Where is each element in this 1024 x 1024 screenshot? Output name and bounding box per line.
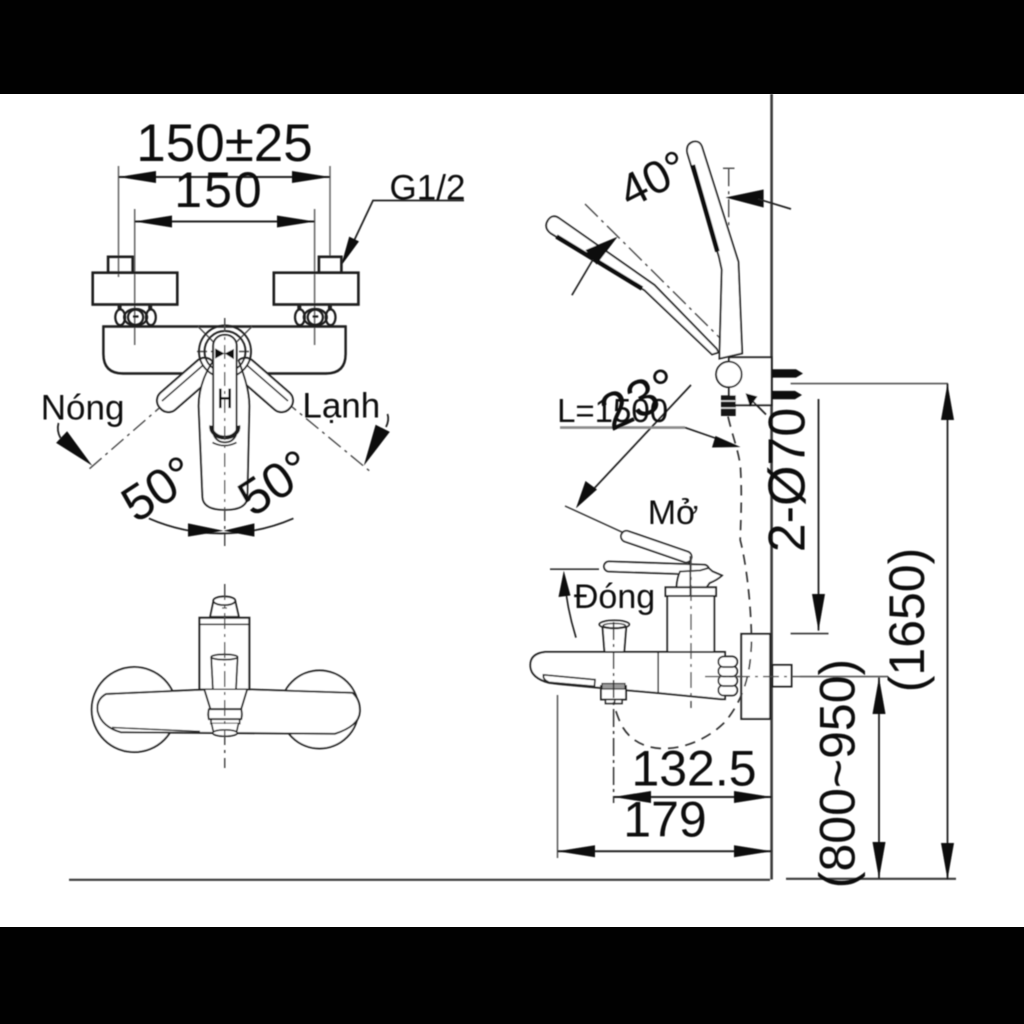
svg-text:2-Ø70: 2-Ø70: [759, 408, 817, 553]
svg-text:G1/2: G1/2: [390, 169, 466, 208]
svg-text:150: 150: [174, 162, 263, 218]
svg-text:Mở: Mở: [648, 494, 699, 532]
svg-text:L=1500: L=1500: [557, 392, 668, 429]
svg-text:179: 179: [623, 792, 706, 848]
svg-text:150±25: 150±25: [136, 114, 312, 173]
svg-text:Lạnh: Lạnh: [302, 387, 380, 426]
svg-text:Nóng: Nóng: [41, 389, 125, 428]
svg-text:(1650): (1650): [879, 548, 935, 693]
svg-text:132.5: 132.5: [631, 741, 756, 797]
svg-text:Đóng: Đóng: [574, 578, 655, 616]
svg-text:(800~950): (800~950): [810, 659, 866, 888]
